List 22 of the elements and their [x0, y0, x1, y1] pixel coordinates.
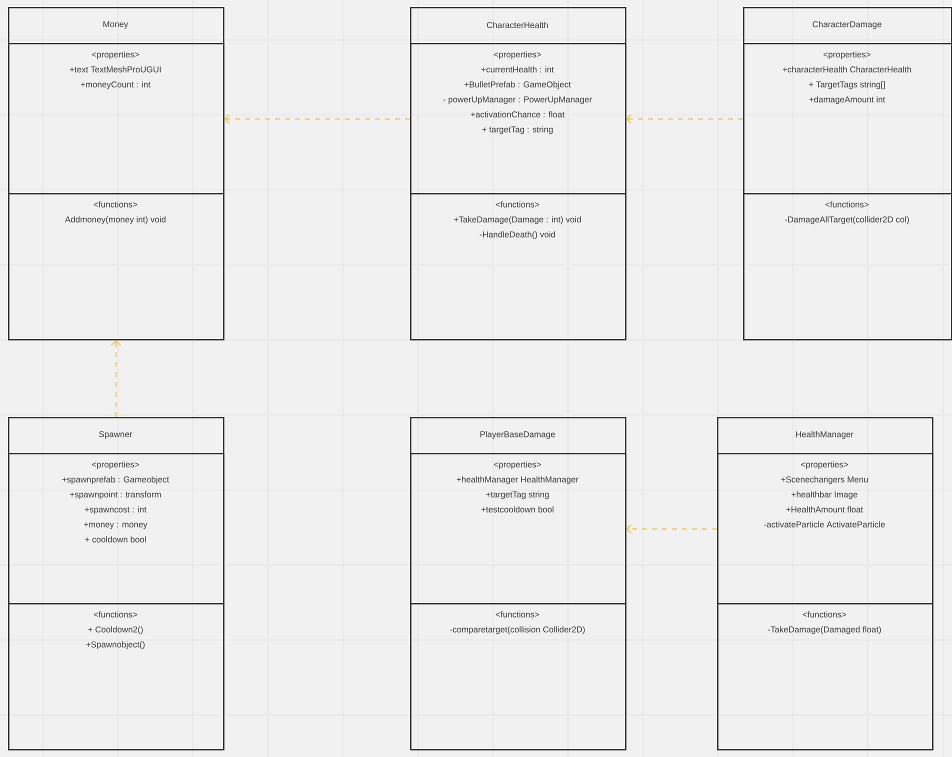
dependency-arrow [626, 524, 718, 534]
class-name: CharacterHealth [487, 22, 548, 28]
functions-compartment: <functions> -comparetarget(collision Collider2D) [410, 603, 626, 750]
dependency-arrow [224, 114, 410, 124]
functions-compartment: <functions> -DamageAllTarget(collider2D col) [743, 193, 952, 340]
properties-compartment: <properties> +characterHealth CharacterHealth + TargetTags string[] +damageAmount int [743, 43, 952, 194]
properties-compartment: <properties> +currentHealth : int +BulletPrefab : GameObject - powerUpManager : PowerUpManager +activationChance : float + targetTag : string [410, 43, 626, 194]
properties-compartment: <properties> +text TextMeshProUGUI +moneyCount : int [8, 43, 224, 194]
dependency-arrow [626, 114, 744, 124]
functions-compartment: <functions> Addmoney(money int) void [8, 193, 224, 340]
class-name: Money [103, 21, 128, 29]
functions-compartment: <functions> +TakeDamage(Damage : int) void -HandleDeath() void [410, 193, 626, 340]
properties-compartment: <properties> +healthManager HealthManager +targetTag string +testcooldown bool [410, 453, 626, 604]
properties-compartment: <properties> +Scenechangers Menu +healthbar Image +HealthAmount float -activateParticle ActivateParticle [717, 453, 934, 604]
properties-compartment: <properties> +spawnprefab : Gameobject +spawnpoint : transform +spawncost : int +money : money + cooldown bool [8, 453, 224, 604]
class-name: HealthManager [796, 431, 854, 439]
class-name: PlayerBaseDamage [480, 431, 555, 439]
functions-compartment: <functions> -TakeDamage(Damaged float) [717, 603, 934, 750]
dependency-arrow [111, 340, 121, 417]
class-name: Spawner [99, 431, 132, 439]
functions-compartment: <functions> + Cooldown2() +Spawnobject() [8, 603, 224, 750]
class-name: CharacterDamage [812, 21, 882, 29]
